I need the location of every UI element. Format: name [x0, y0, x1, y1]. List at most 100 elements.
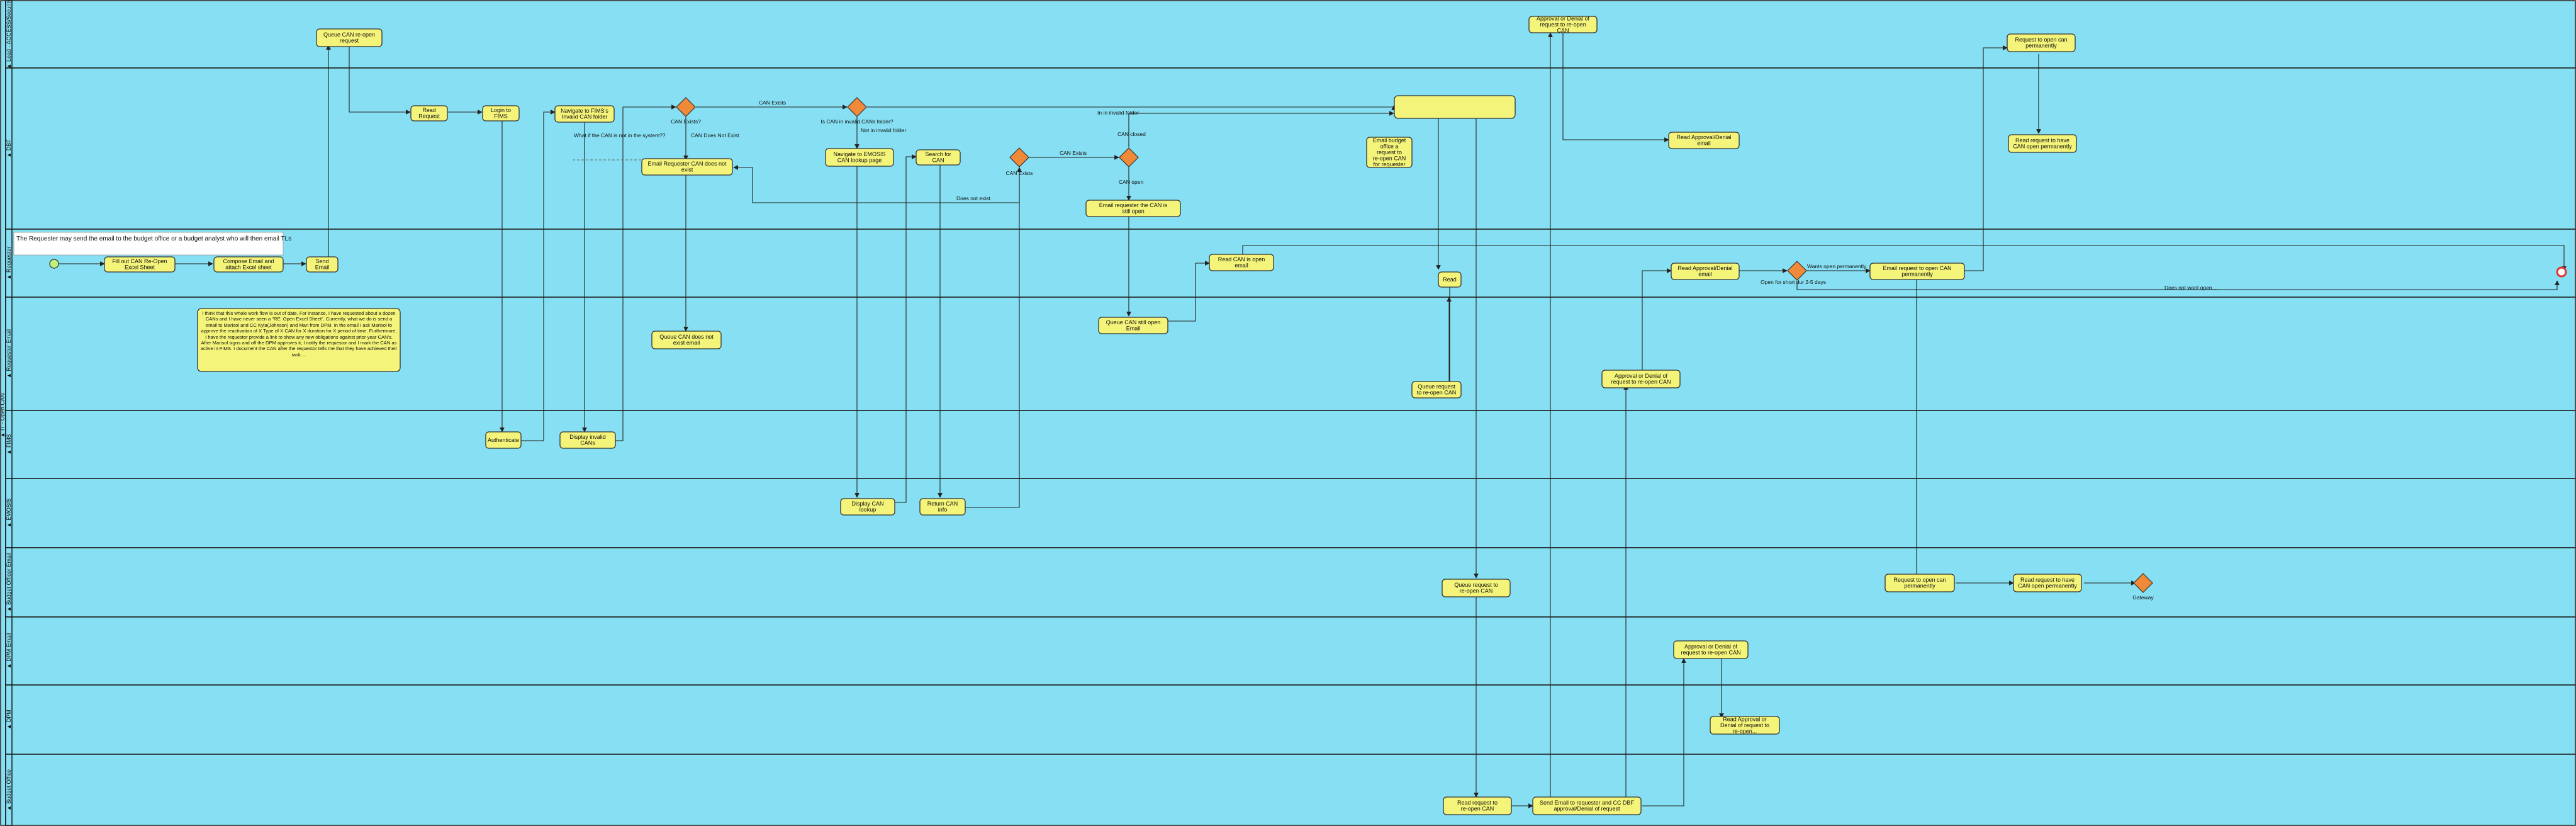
- task-authenticate[interactable]: Authenticate: [485, 431, 522, 449]
- edge-gw2-bigtask: [867, 105, 1396, 110]
- annotation-note: I think that this whole work flow is out…: [197, 308, 401, 372]
- note-text: I think that this whole work flow is out…: [200, 310, 398, 358]
- edges: [58, 32, 2567, 808]
- lane-emosis: ▲ EMOSIS: [5, 478, 2576, 548]
- lane-label-dpm: ▲ DPM: [6, 710, 12, 729]
- task-read[interactable]: Read: [1438, 271, 1462, 288]
- label-wants-open: Wants open permanently: [1807, 263, 1867, 269]
- label-what-if: What if the CAN is not in the system??: [574, 132, 666, 139]
- gateway-1[interactable]: [676, 97, 696, 117]
- lane-label-requester-email: ▲ Requester Email: [6, 329, 12, 378]
- lane-budget-office: ▲ Budget Office: [5, 754, 2576, 826]
- lane-label-security: ▲ Lead - ACCESS/Security: [6, 0, 12, 69]
- edge-gw3-notexist: [733, 165, 1020, 203]
- label-does-not-exist: Does not exist: [956, 195, 990, 201]
- label-not-in-invalid: Not in invalid folder: [861, 127, 906, 133]
- start-event[interactable]: [49, 259, 59, 269]
- label-can-exists-2: CAN Exists: [1060, 150, 1087, 156]
- edge-approvalreq-read: [1642, 268, 1672, 376]
- edge-return-gw3: [964, 167, 1022, 508]
- lane-fims: ▲ FIMS: [5, 410, 2576, 479]
- label-open-short: Open for short dur 2-5 days: [1761, 279, 1826, 285]
- gateway-5[interactable]: [1787, 261, 1807, 281]
- edge-queue-read: [349, 45, 411, 115]
- lane-budget-analyst: ▲ Budget Officer Email: [5, 547, 2576, 618]
- label-does-not-want: Does not want open ...: [2164, 285, 2218, 291]
- gateway-4[interactable]: [1119, 147, 1139, 167]
- gateway-3[interactable]: [1009, 147, 1029, 167]
- label-can-closed: CAN closed: [1117, 131, 1146, 137]
- edge-labels: CAN Exists CAN Does Not Exist What if th…: [574, 99, 2218, 291]
- task-empty-large[interactable]: [1394, 95, 1516, 119]
- edge-gw4-closed: [1128, 111, 1394, 147]
- end-event[interactable]: [2556, 266, 2567, 278]
- pool-label: ▲ IT - Open CAN: [0, 393, 6, 438]
- lane-dpm: ▲ DPM: [5, 684, 2576, 755]
- requester-banner: The Requester may send the email to the …: [13, 232, 291, 256]
- edge-readopen-end: [1242, 245, 2567, 271]
- lane-label-budget-office: ▲ Budget Office: [6, 769, 12, 811]
- gateway-label: CAN Exists: [1006, 170, 1033, 176]
- edge-gw5-end: [1796, 280, 2560, 290]
- lane-requester: ▲ Requester: [5, 229, 2576, 298]
- gateway-6[interactable]: [2133, 573, 2153, 593]
- task-label: Authenticate: [488, 437, 519, 443]
- gateway-2[interactable]: [847, 97, 867, 117]
- gateway-label: Gateway: [2132, 594, 2154, 601]
- lane-security: ▲ Lead - ACCESS/Security: [5, 0, 2576, 69]
- lane-label-budget-analyst: ▲ Budget Officer Email: [6, 553, 12, 612]
- lane-label-requester: ▲ Requester: [6, 247, 12, 280]
